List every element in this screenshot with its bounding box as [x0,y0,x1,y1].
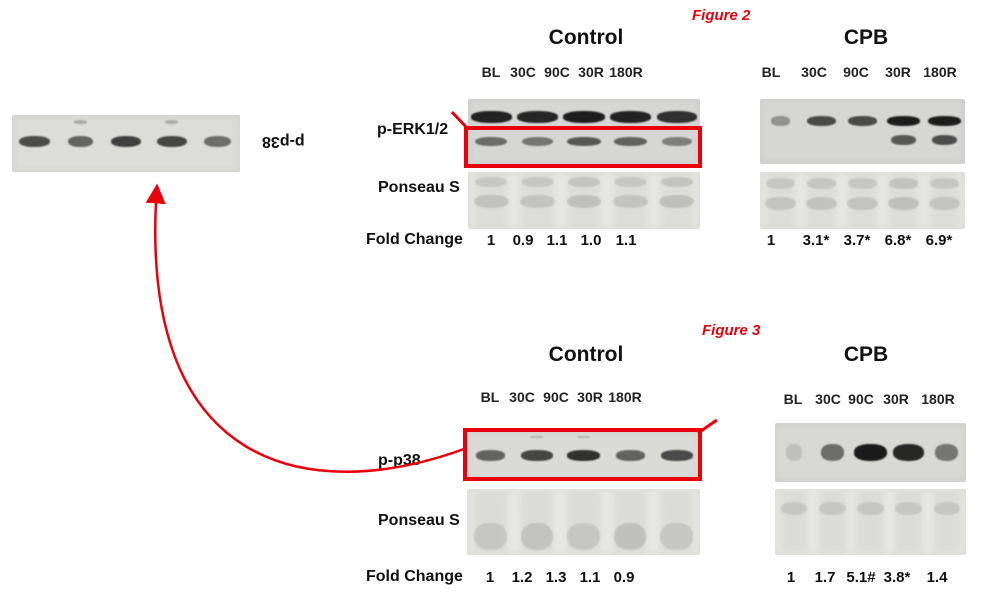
fig2-cpb-heading: CPB [843,26,889,49]
lane-label: 30C [815,391,841,407]
fig2-loading-label: Ponseau S [378,179,460,196]
lane-label: 180R [609,64,643,80]
fold-value: 3.8* [883,569,911,586]
figure2-caption: Figure 2 [692,7,751,24]
lane-label: 30C [509,389,535,405]
fold-value: 1.7 [814,569,836,586]
lane-label: 30C [510,64,536,80]
left-blot-image [12,115,240,172]
fig3-highlight-box [463,428,702,481]
lane-label: 180R [608,389,642,405]
fig3-control-heading: Control [548,343,624,366]
lane-label: 90C [544,64,570,80]
fig3-loading-label: Ponseau S [378,512,460,529]
fig2-control-erk-blot [468,99,700,166]
fold-value: 1.1 [546,232,568,249]
fold-value: 1.0 [580,232,602,249]
lane-label: BL [481,64,501,80]
fold-value: 1 [486,232,496,249]
fig3-cpb-heading: CPB [843,343,889,366]
fig3-control-ponceau-blot [467,489,700,555]
fig2-target-label: p-ERK1/2 [377,121,449,138]
fold-value: 1.2 [511,569,533,586]
fold-value: 1.3 [545,569,567,586]
figure3-caption: Figure 3 [702,322,761,339]
lane-label: 30R [578,64,604,80]
red-arrow [145,183,465,473]
fold-value: 0.9 [512,232,534,249]
lane-label: 180R [923,64,957,80]
fold-value: 6.8* [884,232,912,249]
fold-value: 1.1 [615,232,637,249]
fold-value: 1 [766,232,776,249]
fold-value: 0.9 [613,569,635,586]
fig2-cpb-ponceau-blot [760,172,965,229]
fold-value: 1 [786,569,796,586]
fold-value: 6.9* [925,232,953,249]
fig3-cpb-p38-blot [775,423,966,482]
fig3-fold-label: Fold Change [366,568,463,585]
lane-label: 90C [543,389,569,405]
lane-label: BL [783,391,803,407]
left-blot-label: p-p38 [262,132,305,150]
lane-label: 30R [883,391,909,407]
fig2-highlight-box [464,126,702,168]
lane-label: 30R [885,64,911,80]
fold-value: 3.7* [843,232,871,249]
fig3-target-label: p-p38 [378,452,421,469]
fold-value: 1.1 [579,569,601,586]
fold-value: 3.1* [802,232,830,249]
fold-value: 1 [485,569,495,586]
lane-label: 90C [843,64,869,80]
fig2-control-heading: Control [548,26,624,49]
lane-label: BL [761,64,781,80]
fold-value: 5.1# [846,569,876,586]
lane-label: 90C [848,391,874,407]
lane-label: 30C [801,64,827,80]
lane-label: 30R [577,389,603,405]
fig3-control-p38-blot [467,432,700,479]
fig2-control-ponceau-blot [468,172,700,229]
fig3-cpb-ponceau-blot [775,489,966,555]
left-blot-label-text: p-p38 [262,133,305,150]
fold-value: 1.4 [926,569,948,586]
lane-label: 180R [921,391,955,407]
lane-label: BL [480,389,500,405]
fig2-cpb-erk-blot [760,99,965,164]
fig2-fold-label: Fold Change [366,231,463,248]
